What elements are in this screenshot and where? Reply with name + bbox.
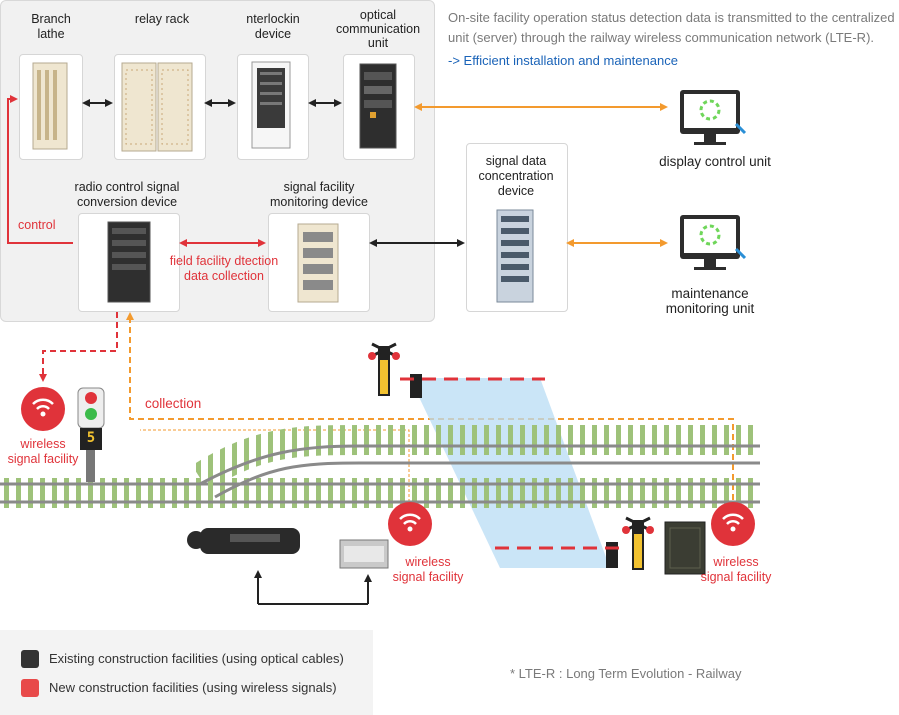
branch-lathe-label: Branch lathe bbox=[31, 12, 71, 41]
signal-post-icon bbox=[77, 387, 105, 482]
signal-monitoring-label: signal facility monitoring device bbox=[270, 180, 368, 209]
signal-number: 5 bbox=[86, 430, 96, 446]
maintenance-monitor-icon bbox=[680, 215, 747, 270]
radio-control-label: radio control signal conversion device bbox=[74, 180, 180, 209]
maintenance-label: maintenance monitoring unit bbox=[665, 286, 755, 316]
radio-control-icon bbox=[107, 221, 151, 303]
legend-new-swatch bbox=[21, 679, 39, 697]
trackside-cabinet-icon bbox=[664, 521, 706, 575]
concentration-device-label: signal data concentration device bbox=[478, 154, 554, 198]
interlocking-device-label: nterlockin device bbox=[246, 12, 300, 41]
relay-rack-label: relay rack bbox=[134, 12, 190, 26]
branch-lathe-icon bbox=[32, 62, 68, 150]
efficiency-link[interactable]: -> Efficient installation and maintenanc… bbox=[448, 53, 678, 68]
wireless-icon-right bbox=[711, 502, 755, 546]
wireless-icon-left bbox=[21, 387, 65, 431]
control-label: control bbox=[18, 218, 56, 232]
optical-cable-arrows bbox=[82, 99, 465, 605]
signal-monitoring-icon bbox=[297, 223, 339, 303]
crossing-barrier-top bbox=[368, 342, 545, 398]
wireless-left-label: wireless signal facility bbox=[7, 437, 79, 466]
field-detection-label: field facility dtection data collection bbox=[169, 254, 279, 283]
collection-label: collection bbox=[145, 396, 202, 411]
legend-existing-swatch bbox=[21, 650, 39, 668]
display-control-monitor-icon bbox=[680, 90, 747, 145]
description-text: On-site facility operation status detect… bbox=[448, 10, 895, 45]
crossing-barrier-bottom bbox=[495, 516, 654, 570]
relay-rack-icon bbox=[121, 62, 193, 152]
relay-box-icon bbox=[339, 539, 389, 569]
concentration-device-icon bbox=[496, 209, 534, 303]
railway-tracks bbox=[0, 425, 760, 508]
wireless-right-label: wireless signal facility bbox=[700, 555, 772, 584]
wireless-mid-label: wireless signal facility bbox=[392, 555, 464, 584]
optical-unit-label: optical communication unit bbox=[335, 8, 421, 50]
legend bbox=[0, 630, 373, 715]
legend-existing-text: Existing construction facilities (using … bbox=[49, 651, 344, 666]
interlocking-device-icon bbox=[251, 61, 291, 149]
footnote: * LTE-R : Long Term Evolution - Railway bbox=[510, 666, 742, 681]
display-control-label: display control unit bbox=[659, 154, 771, 169]
point-machine-icon bbox=[187, 528, 300, 554]
wireless-icon-mid bbox=[388, 502, 432, 546]
legend-new-text: New construction facilities (using wirel… bbox=[49, 680, 337, 695]
optical-unit-icon bbox=[359, 63, 397, 149]
crossing-zone bbox=[410, 378, 610, 568]
control-arrows bbox=[7, 95, 266, 382]
